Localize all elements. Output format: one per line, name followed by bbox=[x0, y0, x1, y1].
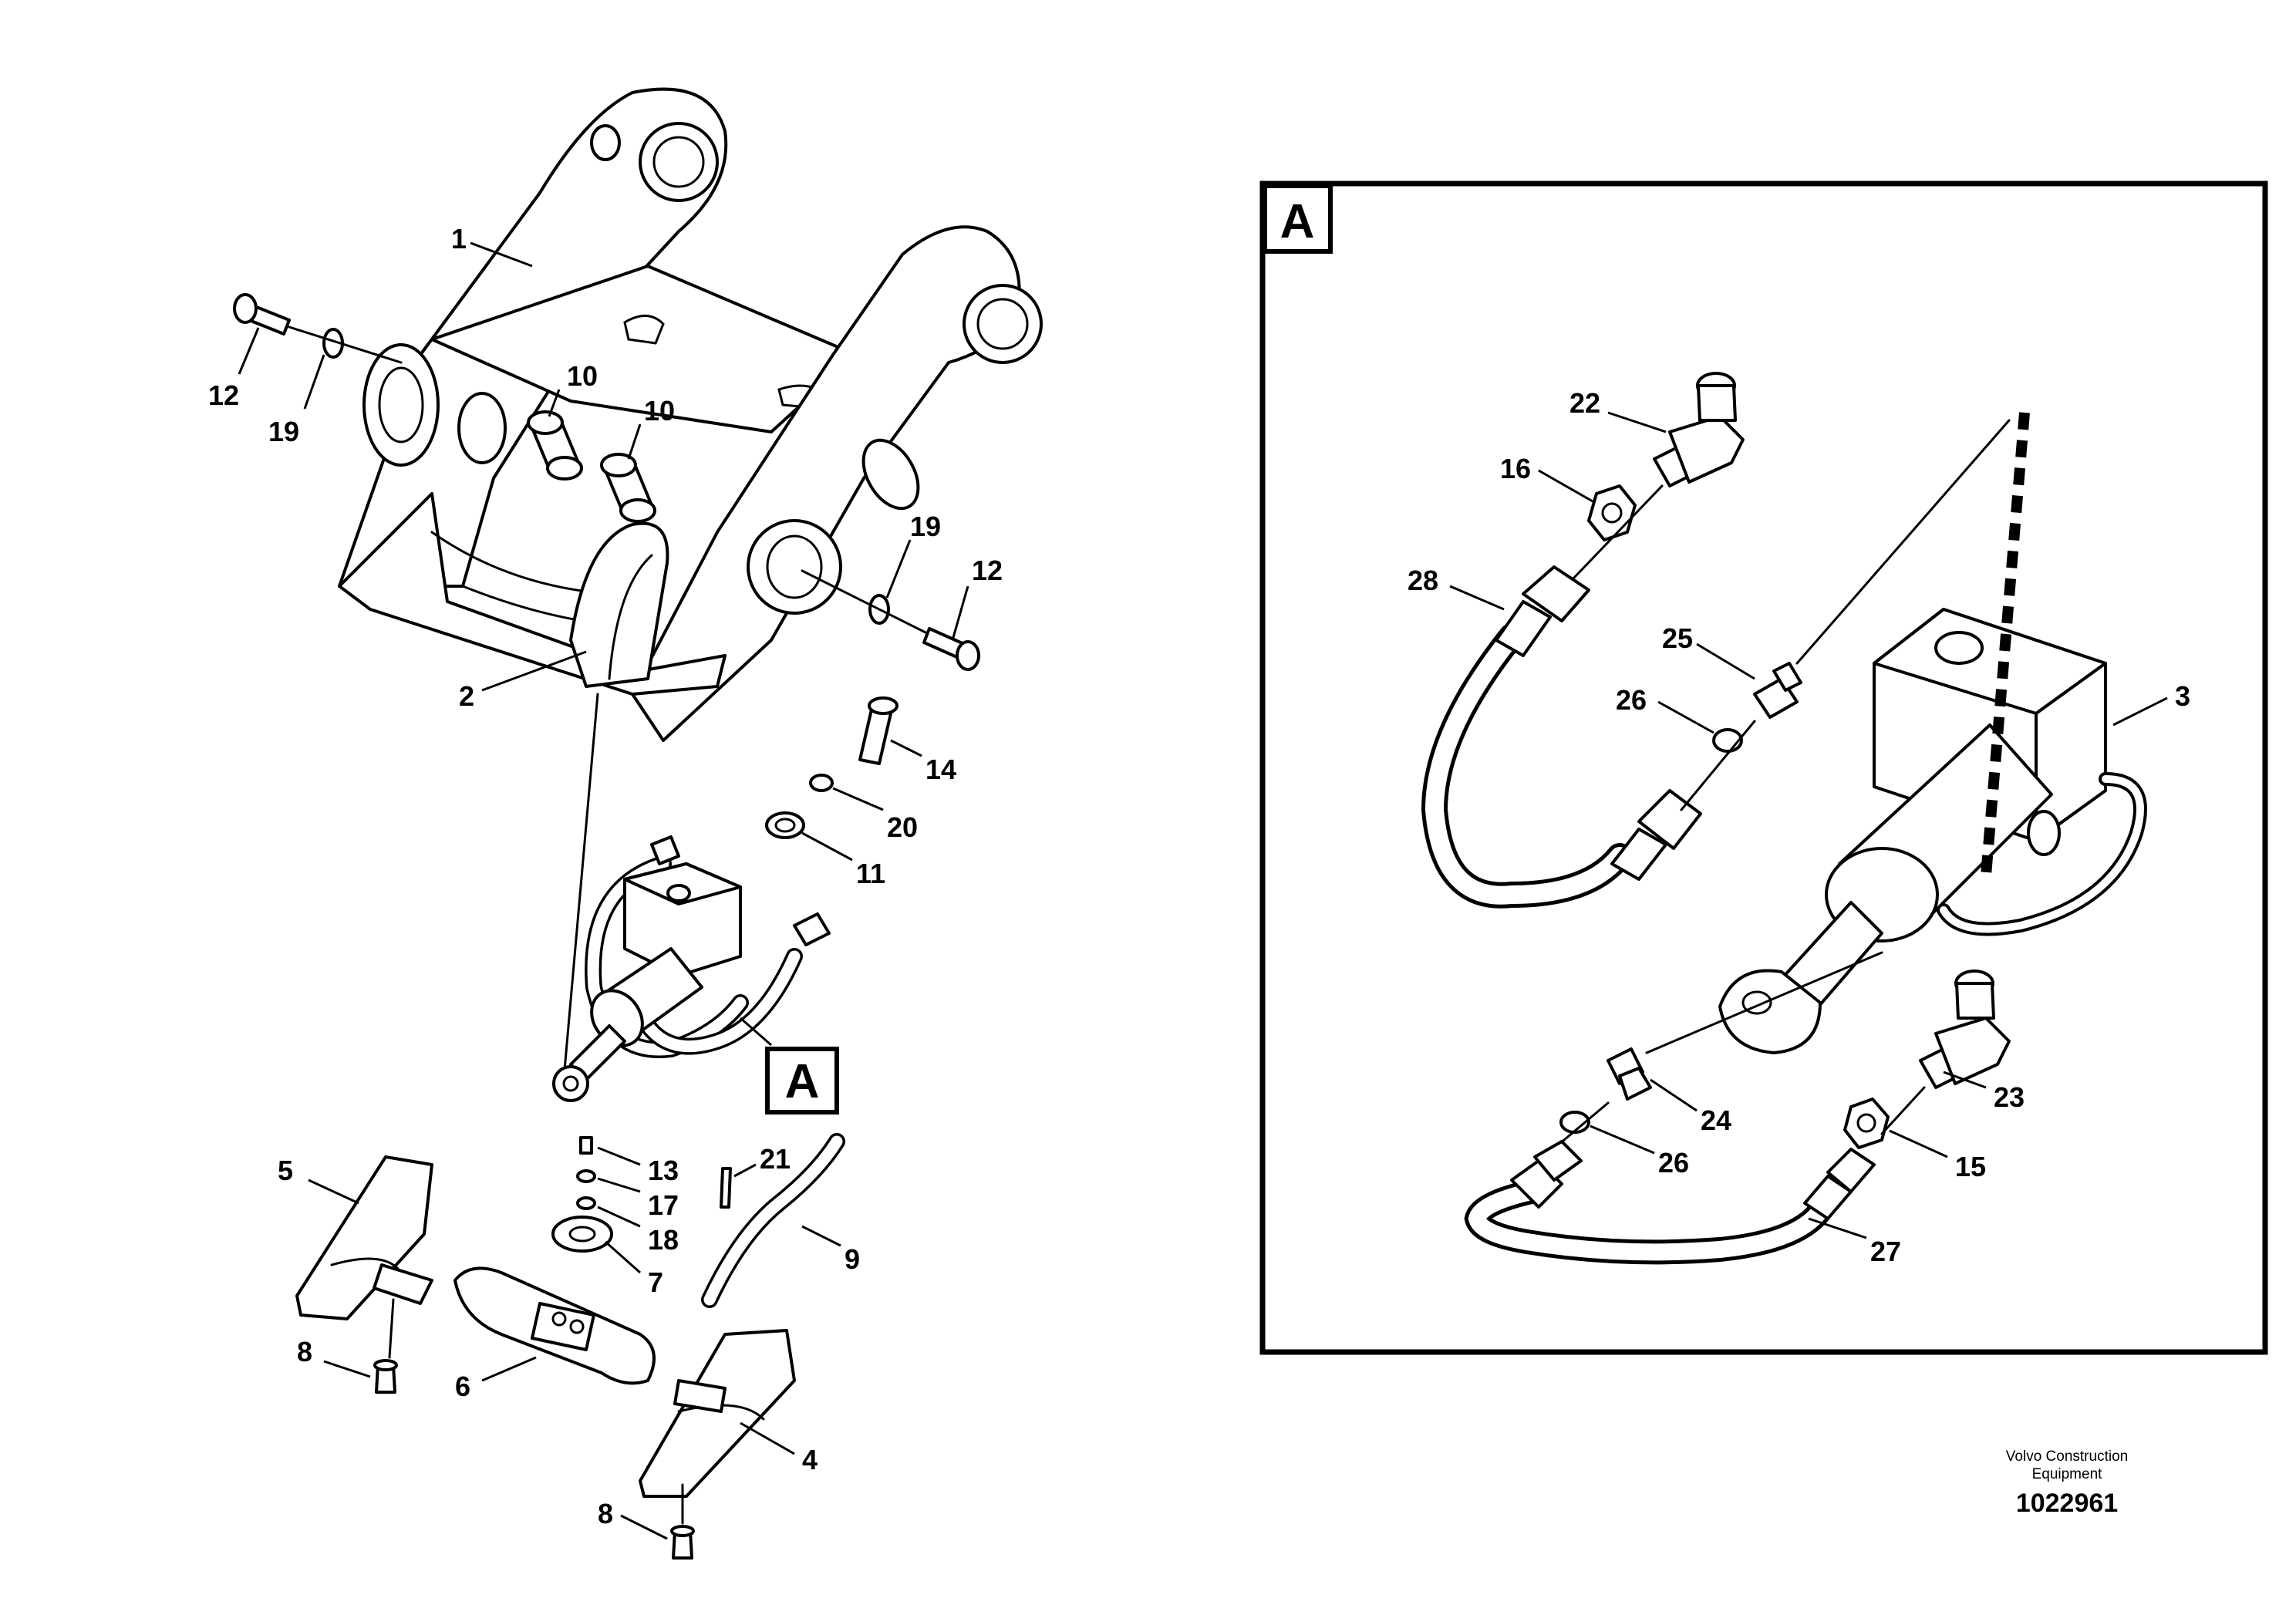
label-1: 1 bbox=[451, 223, 467, 255]
label-3: 3 bbox=[2175, 680, 2190, 712]
leader-lines-detail bbox=[1449, 411, 2168, 1239]
label-18: 18 bbox=[648, 1224, 679, 1256]
label-8-right: 8 bbox=[598, 1498, 613, 1529]
quick-coupler-frame bbox=[338, 87, 1043, 742]
label-15: 15 bbox=[1955, 1151, 1986, 1182]
detail-view-a: A bbox=[1259, 180, 2268, 1355]
bolt-12-right bbox=[922, 627, 980, 671]
detail-labels: 22 16 28 25 26 3 24 26 23 15 27 bbox=[1408, 387, 2190, 1267]
label-26-bottom: 26 bbox=[1658, 1147, 1689, 1179]
label-17: 17 bbox=[648, 1189, 679, 1221]
detail-title: A bbox=[1280, 195, 1315, 248]
bolt-12-left bbox=[233, 293, 291, 336]
bolt-8-right bbox=[670, 1525, 695, 1560]
cylinder-assembly-small bbox=[552, 835, 831, 1102]
label-11: 11 bbox=[856, 858, 885, 889]
label-8-left: 8 bbox=[297, 1336, 312, 1367]
drawing-number: 1022961 bbox=[2015, 1489, 2119, 1518]
main-exploded-view: 1 2 10 10 12 19 19 12 14 20 11 13 17 18 … bbox=[208, 87, 1043, 1560]
hose-28 bbox=[1421, 565, 1702, 909]
credit-block: Volvo Construction Equipment 1022961 bbox=[1951, 1448, 2183, 1520]
washer-20 bbox=[809, 774, 834, 792]
plate-6 bbox=[453, 1266, 656, 1385]
dashed-pin-line bbox=[1981, 412, 2030, 876]
leader-lines-main bbox=[238, 241, 969, 1540]
label-4: 4 bbox=[802, 1444, 818, 1475]
label-10a: 10 bbox=[567, 360, 598, 392]
label-26-top: 26 bbox=[1616, 684, 1647, 716]
label-12-left: 12 bbox=[208, 379, 239, 411]
label-21: 21 bbox=[760, 1143, 791, 1175]
label-12-right: 12 bbox=[972, 555, 1003, 586]
tooth-5 bbox=[295, 1155, 433, 1320]
nut-15 bbox=[1843, 1098, 1890, 1149]
label-9: 9 bbox=[845, 1243, 860, 1275]
label-27: 27 bbox=[1870, 1236, 1901, 1267]
label-28: 28 bbox=[1408, 565, 1438, 596]
washer-11 bbox=[765, 811, 805, 839]
pin-21 bbox=[720, 1167, 732, 1209]
hose-27 bbox=[1464, 1140, 1876, 1265]
detail-title-box bbox=[1263, 184, 1333, 254]
bolt-14 bbox=[858, 696, 899, 765]
washer-18 bbox=[576, 1196, 596, 1210]
company-line-1: Volvo Construction bbox=[2005, 1448, 2129, 1465]
bolt-8-left bbox=[373, 1359, 398, 1394]
label-10b: 10 bbox=[644, 395, 675, 427]
screw-13 bbox=[579, 1136, 593, 1155]
label-19-right: 19 bbox=[910, 511, 941, 542]
company-line-2: Equipment bbox=[2031, 1466, 2102, 1482]
bushing-10b bbox=[600, 453, 656, 523]
label-23: 23 bbox=[1994, 1081, 2025, 1113]
main-labels: 1 2 10 10 12 19 19 12 14 20 11 13 17 18 … bbox=[208, 223, 1003, 1529]
fitting-22 bbox=[1653, 372, 1745, 487]
label-2: 2 bbox=[459, 680, 474, 712]
label-20: 20 bbox=[887, 811, 918, 843]
label-6: 6 bbox=[455, 1371, 470, 1402]
detail-callout-a: A bbox=[765, 1047, 839, 1114]
label-14: 14 bbox=[925, 754, 956, 785]
detail-frame bbox=[1259, 180, 2268, 1355]
label-22: 22 bbox=[1569, 387, 1600, 419]
fitting-25 bbox=[1753, 662, 1802, 719]
fitting-24 bbox=[1607, 1047, 1652, 1101]
fitting-23 bbox=[1919, 969, 2011, 1089]
label-24: 24 bbox=[1701, 1104, 1731, 1136]
label-19-left: 19 bbox=[268, 416, 299, 447]
label-5: 5 bbox=[278, 1155, 293, 1186]
label-25: 25 bbox=[1662, 622, 1693, 654]
label-16: 16 bbox=[1500, 453, 1531, 484]
bushing-10a bbox=[527, 410, 583, 481]
svg-text:A: A bbox=[785, 1055, 820, 1108]
locking-hook-2 bbox=[569, 521, 669, 688]
plate-7 bbox=[551, 1216, 613, 1253]
label-7: 7 bbox=[648, 1266, 663, 1298]
label-13: 13 bbox=[648, 1155, 679, 1186]
washer-17 bbox=[576, 1169, 596, 1183]
tooth-4 bbox=[639, 1329, 796, 1498]
